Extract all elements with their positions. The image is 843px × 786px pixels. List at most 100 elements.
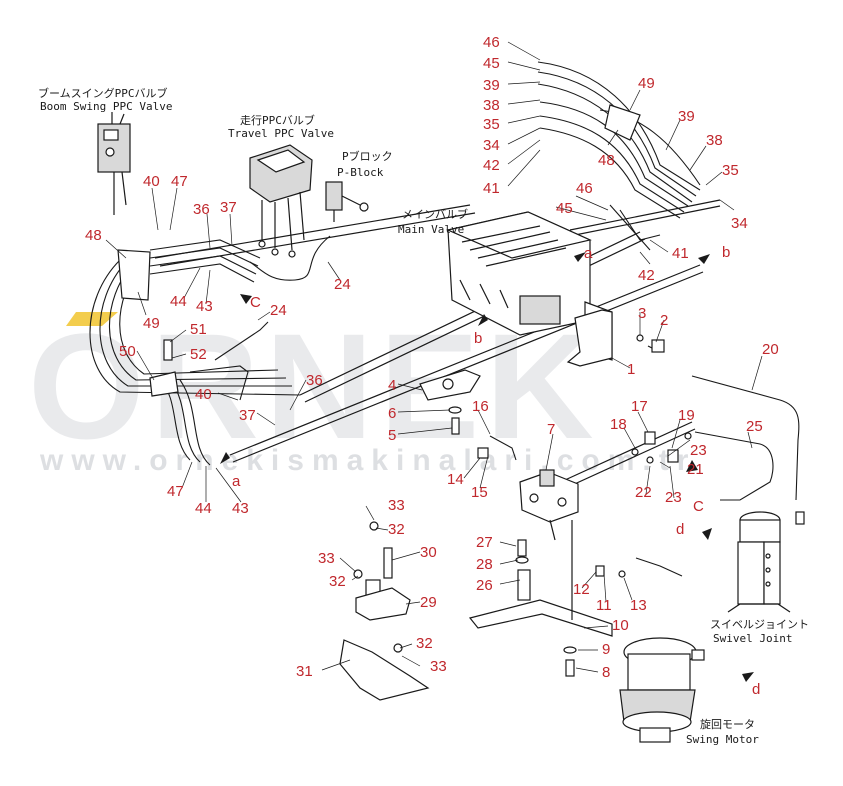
- callout-36: 36: [306, 372, 323, 389]
- long-pipes: [154, 199, 721, 488]
- clamp-4: [419, 369, 481, 401]
- callout-46: 46: [483, 34, 500, 51]
- callout-37: 37: [239, 407, 256, 424]
- callout-34: 34: [483, 137, 500, 154]
- hose-24-lower: [214, 321, 269, 361]
- hose-20: [691, 375, 800, 501]
- callout-27: 27: [476, 534, 493, 551]
- view-d-2: d: [752, 681, 760, 698]
- watermark-url: www.ornekismakinalari.com.tr: [39, 444, 696, 477]
- callout-42: 42: [638, 267, 655, 284]
- callout-13: 13: [630, 597, 647, 614]
- callout-50: 50: [119, 343, 136, 360]
- callout-33: 33: [388, 497, 405, 514]
- callout-38: 38: [706, 132, 723, 149]
- callout-19: 19: [678, 407, 695, 424]
- callout-32: 32: [329, 573, 346, 590]
- bracket-10: [468, 520, 613, 637]
- callout-14: 14: [447, 471, 464, 488]
- callout-39: 39: [678, 108, 695, 125]
- watermark-brand: ORNEK: [28, 302, 600, 470]
- travel-ppc-valve: [249, 144, 313, 258]
- callout-48: 48: [85, 227, 102, 244]
- callout-37: 37: [220, 199, 237, 216]
- swivel-joint-en: Swivel Joint: [713, 632, 792, 645]
- fittings-11-13: [595, 557, 683, 578]
- swing-motor-jp: 旋回モータ: [700, 717, 755, 731]
- callout-33: 33: [318, 550, 335, 567]
- callout-32: 32: [416, 635, 433, 652]
- callout-2: 2: [660, 312, 668, 329]
- callout-15: 15: [471, 484, 488, 501]
- callout-40: 40: [143, 173, 160, 190]
- main-valve-en: Main Valve: [398, 223, 464, 236]
- callout-45: 45: [556, 200, 573, 217]
- view-b-2: b: [722, 244, 730, 261]
- callout-30: 30: [420, 544, 437, 561]
- view-d-1: d: [676, 521, 684, 538]
- callout-47: 47: [171, 173, 188, 190]
- hose-25: [694, 431, 774, 501]
- callout-40: 40: [195, 386, 212, 403]
- callout-7: 7: [547, 421, 555, 438]
- callout-25: 25: [746, 418, 763, 435]
- callout-6: 6: [388, 405, 396, 422]
- swivel-joint: [727, 511, 805, 613]
- fitting-16: [489, 435, 517, 461]
- p-block-en: P-Block: [337, 166, 384, 179]
- callout-35: 35: [722, 162, 739, 179]
- callout-20: 20: [762, 341, 779, 358]
- callout-46: 46: [576, 180, 593, 197]
- callout-23: 23: [665, 489, 682, 506]
- p-block-jp: Pブロック: [342, 149, 393, 163]
- callout-12: 12: [573, 581, 590, 598]
- callout-39: 39: [483, 77, 500, 94]
- watermark: ORNEK www.ornekismakinalari.com.tr: [28, 302, 696, 477]
- callout-4: 4: [388, 377, 396, 394]
- swing-motor: [619, 637, 705, 743]
- callout-43: 43: [196, 298, 213, 315]
- callout-21: 21: [687, 461, 704, 478]
- callout-17: 17: [631, 398, 648, 415]
- p-block: [325, 181, 369, 222]
- boom-swing-valve-jp: ブームスイングPPCバルブ: [38, 86, 168, 100]
- view-arrows: [220, 252, 754, 682]
- main-valve-jp: メインバルブ: [402, 207, 468, 221]
- callout-44: 44: [195, 500, 212, 517]
- bracket-29-31: [339, 521, 430, 701]
- callout-8: 8: [602, 664, 610, 681]
- bolt-5-washer-6: [448, 406, 462, 435]
- callout-51: 51: [190, 321, 207, 338]
- callout-47: 47: [167, 483, 184, 500]
- callout-3: 3: [638, 305, 646, 322]
- callout-23: 23: [690, 442, 707, 459]
- callout-44: 44: [170, 293, 187, 310]
- callout-45: 45: [483, 55, 500, 72]
- swivel-joint-jp: スイベルジョイント: [710, 618, 809, 631]
- callout-11: 11: [596, 597, 612, 614]
- callout-41: 41: [483, 180, 500, 197]
- callout-1: 1: [627, 361, 635, 378]
- top-right-hose-bundle: [537, 61, 701, 251]
- callout-9: 9: [602, 641, 610, 658]
- callout-42: 42: [483, 157, 500, 174]
- callout-48: 48: [598, 152, 615, 169]
- callout-33: 33: [430, 658, 447, 675]
- watermark-accent: [66, 312, 118, 326]
- callout-32: 32: [388, 521, 405, 538]
- callout-35: 35: [483, 116, 500, 133]
- view-b-1: b: [474, 330, 482, 347]
- leader-lines: [105, 41, 763, 673]
- left-hose-bundle: [89, 239, 301, 466]
- main-valve: [446, 211, 613, 361]
- callout-28: 28: [476, 556, 493, 573]
- travel-valve-jp: 走行PPCバルブ: [240, 113, 315, 127]
- callout-41: 41: [672, 245, 689, 262]
- hose-24-upper: [249, 235, 331, 281]
- view-c-1: C: [250, 294, 261, 311]
- callout-43: 43: [232, 500, 249, 517]
- callout-34: 34: [731, 215, 748, 232]
- swing-motor-en: Swing Motor: [686, 733, 759, 746]
- bolt-27-washer-28: [515, 539, 529, 564]
- callout-52: 52: [190, 346, 207, 363]
